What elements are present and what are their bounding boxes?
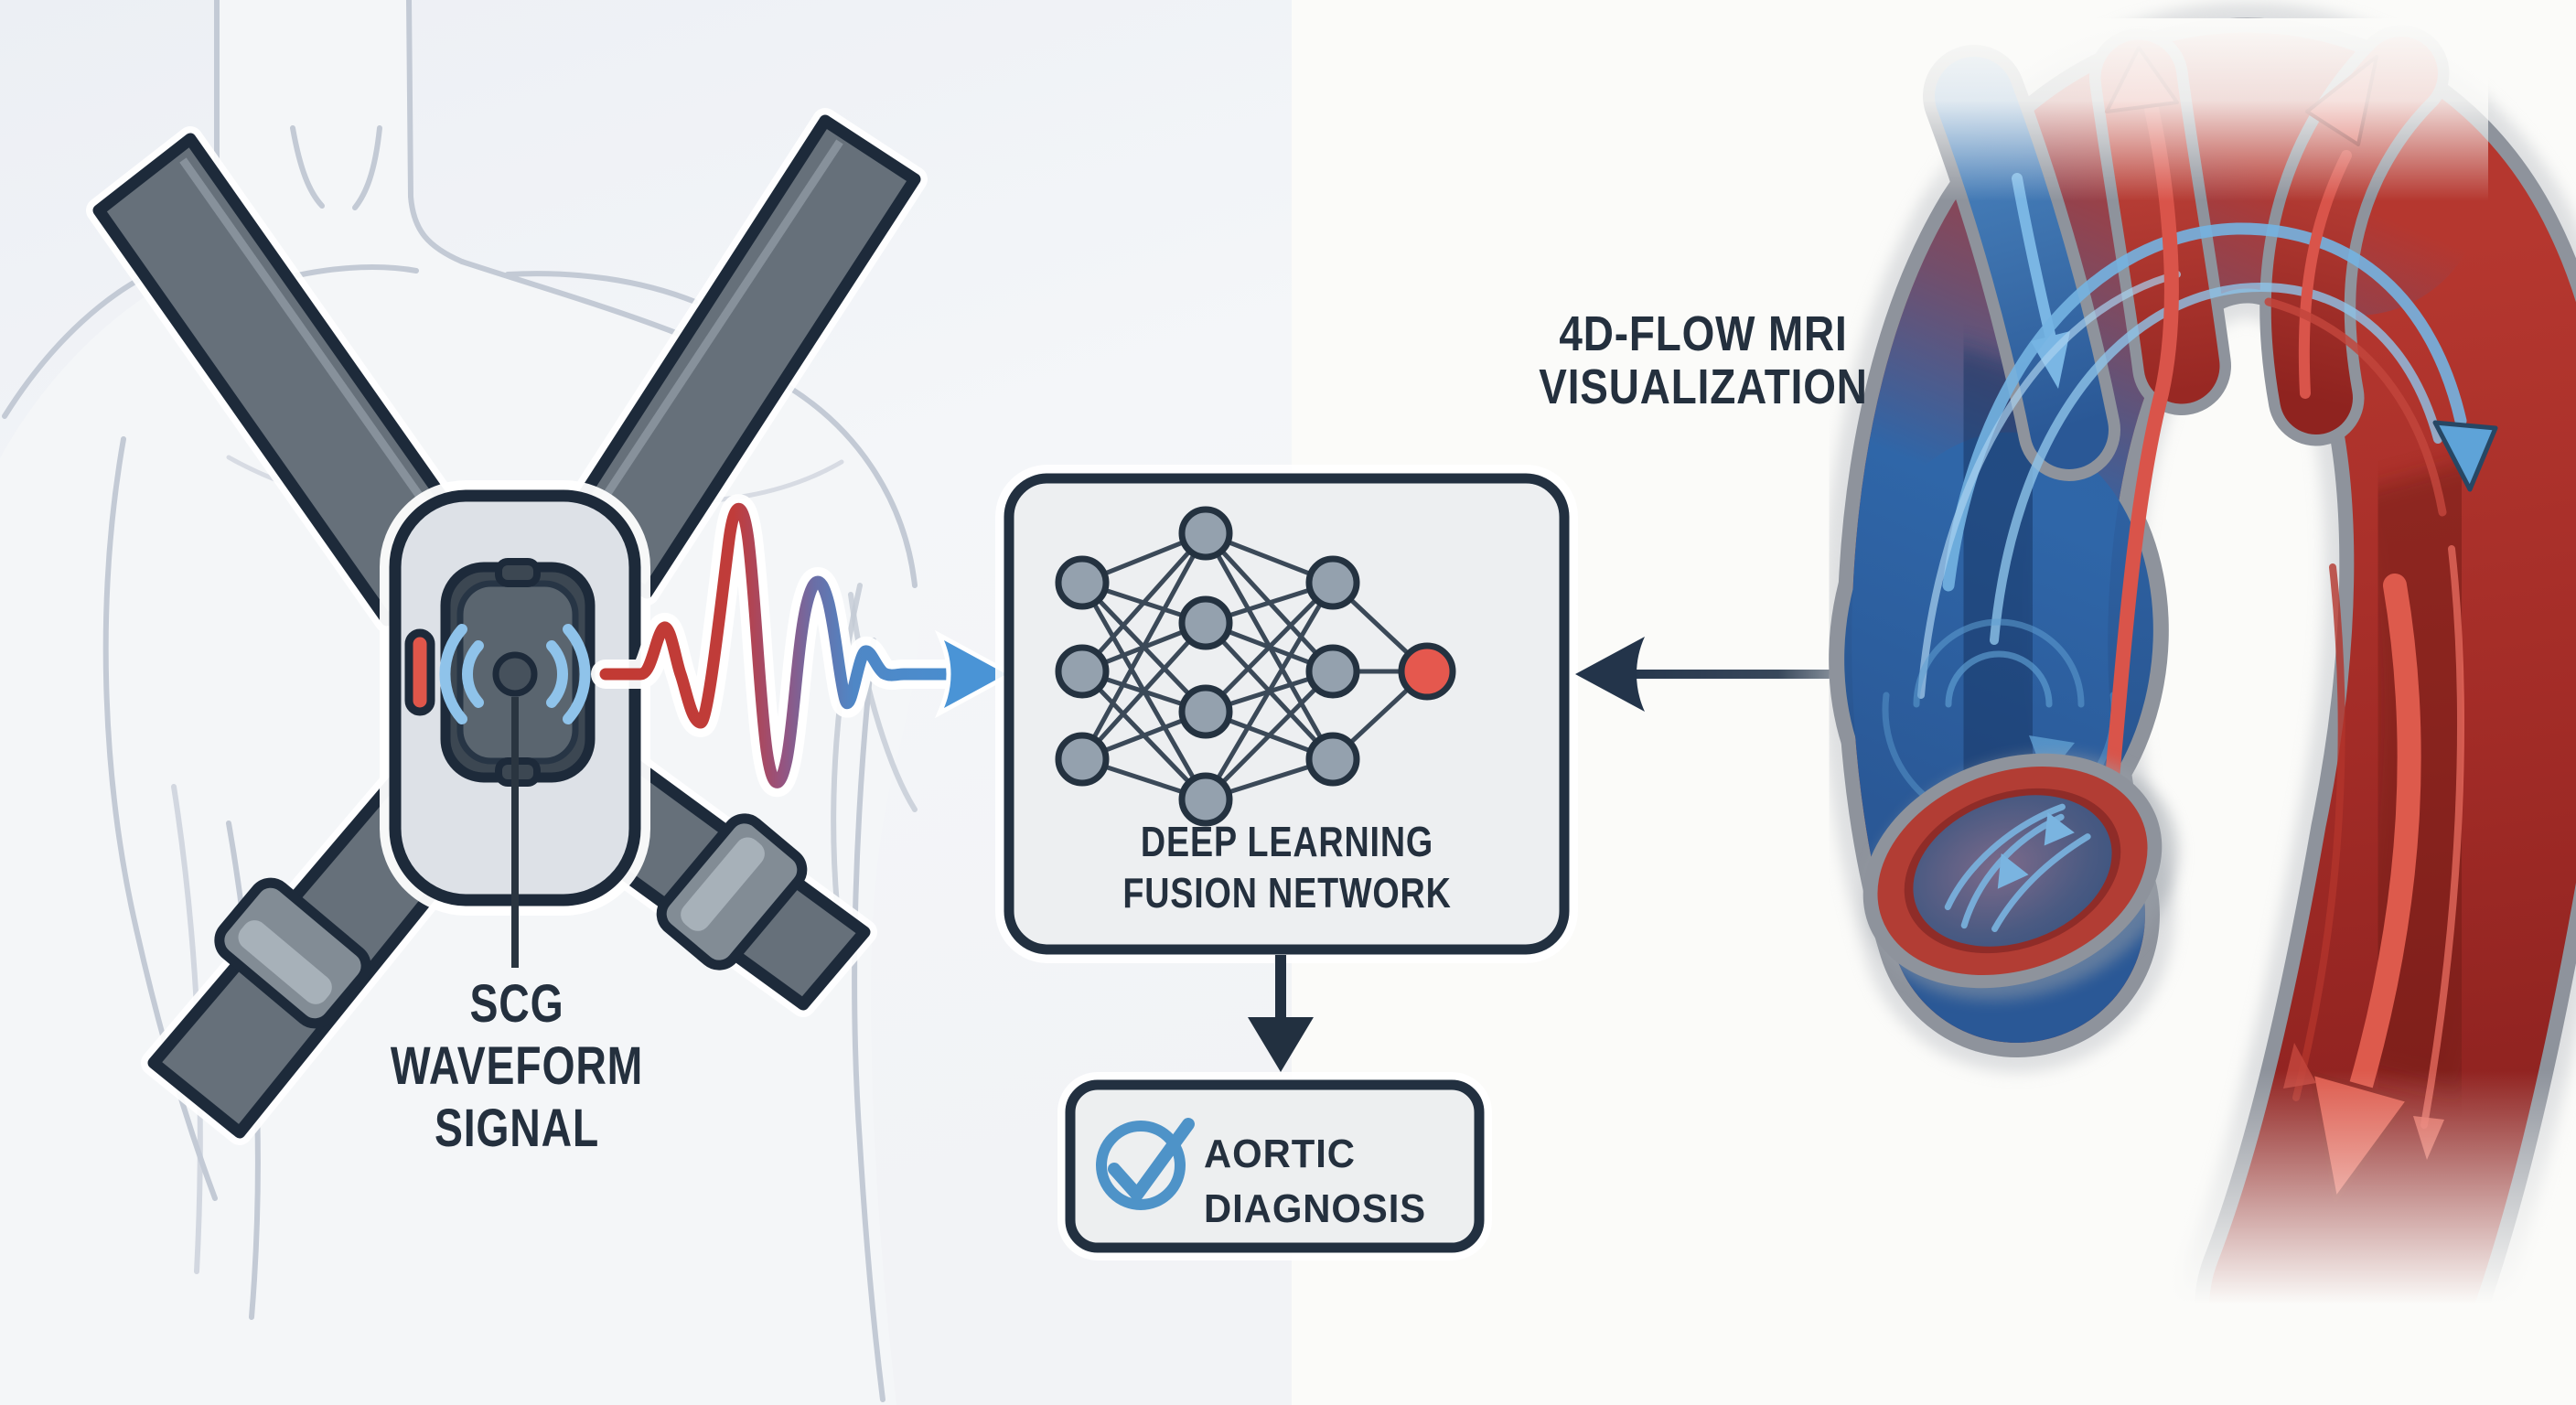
network-output-node (1398, 642, 1456, 701)
aortic-diagnosis-label: AORTIC DIAGNOSIS (1204, 1132, 1427, 1231)
aorta-illustration (1821, 3, 2576, 1405)
sensor-center-dot (492, 651, 538, 697)
top-fade (1884, 18, 2488, 201)
down-arrow-icon (1248, 955, 1314, 1072)
right-arrow-icon (934, 629, 1016, 719)
strap-buckle-right (656, 813, 808, 971)
waveform-line (599, 502, 958, 788)
device-side-button (404, 628, 435, 716)
bottom-fade (2086, 1070, 2576, 1405)
neural-network-box (995, 465, 1578, 963)
scg-sensor-device (439, 558, 596, 787)
strap-buckle-left (214, 877, 371, 1029)
chest-harness (86, 108, 928, 1145)
wifi-signal-icon (439, 624, 591, 724)
diagnosis-box (1057, 1072, 1492, 1260)
scg-waveform-signal-label: SCG WAVEFORM SIGNAL (390, 974, 644, 1158)
aorta-cut-section (1862, 753, 2179, 1001)
check-circle-icon (1096, 1118, 1195, 1210)
deep-learning-network-label: DEEP LEARNING FUSION NETWORK (1122, 818, 1452, 917)
scg-waveform (591, 494, 1016, 797)
red-flow-streamlines (2097, 93, 2464, 1129)
blue-arch-arrow (2432, 420, 2498, 492)
mri-visualization-label: 4D-FLOW MRI VISUALIZATION (1539, 306, 1868, 414)
network-nodes (1055, 506, 1360, 827)
